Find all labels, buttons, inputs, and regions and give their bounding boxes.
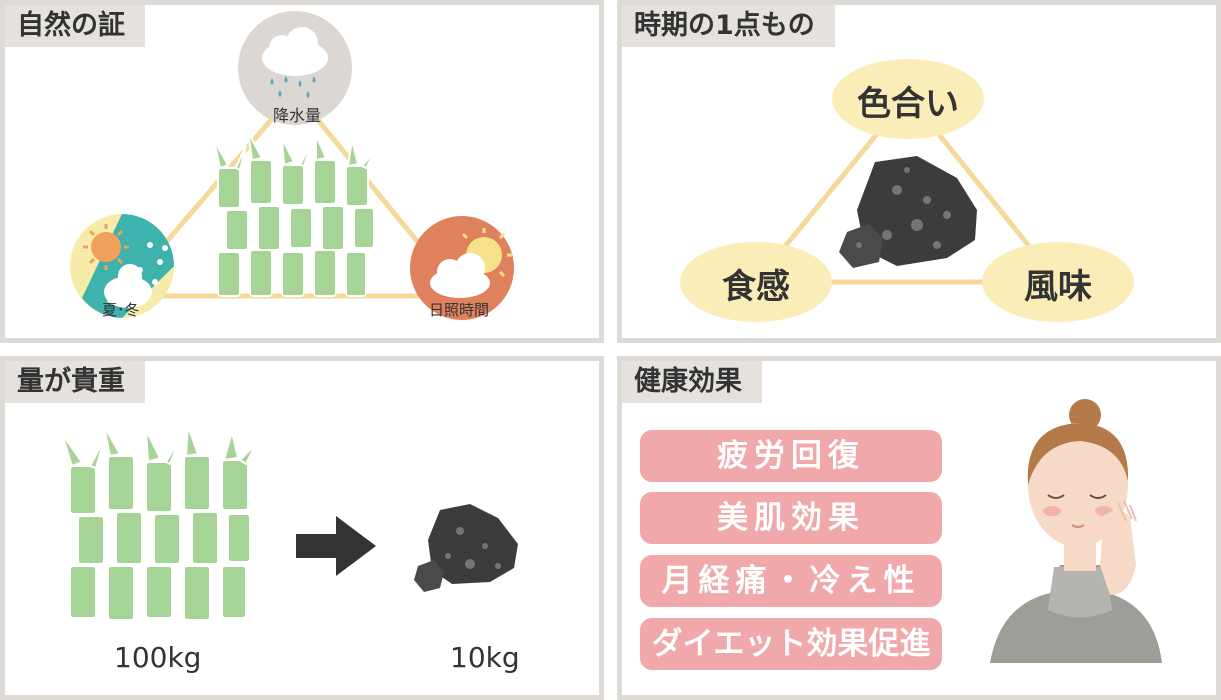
- rain-cloud-icon: [238, 11, 352, 125]
- benefit-pill-diet: ダイエット効果促進: [640, 618, 942, 670]
- small-sugar-lump-icon: [414, 504, 518, 592]
- texture-label: 食感: [722, 267, 790, 307]
- once-diagram: [680, 59, 1134, 322]
- panel-title-health: 健康効果: [622, 361, 762, 403]
- sunshine-icon: [410, 216, 514, 320]
- panel-title-nature: 自然の証: [5, 5, 145, 47]
- panel-title-amount: 量が貴重: [5, 361, 145, 403]
- rain-label: 降水量: [273, 106, 322, 125]
- benefit-pill-menstrual: 月経痛・冷え性: [640, 555, 942, 607]
- sugarcane-bundle-icon: [61, 425, 257, 621]
- arrow-right-icon: [296, 516, 376, 576]
- season-label: 夏･冬: [102, 301, 140, 319]
- flavor-oval: [982, 242, 1134, 322]
- season-icon: [70, 214, 174, 318]
- once-triangle: [754, 92, 1064, 285]
- amount-diagram: [61, 425, 518, 621]
- color-label: 色合い: [857, 84, 959, 124]
- brown-sugar-lump-icon: [839, 156, 977, 268]
- benefit-pill-fatigue: 疲労回復: [640, 430, 942, 482]
- color-oval: [832, 59, 984, 139]
- to-quantity: 10kg: [450, 641, 520, 674]
- benefit-pill-skin: 美肌効果: [640, 492, 942, 544]
- woman-illustration: [990, 399, 1162, 663]
- texture-oval: [680, 242, 832, 322]
- sugarcane-icon: [213, 131, 377, 297]
- from-quantity: 100kg: [114, 641, 202, 674]
- panel-title-once: 時期の1点もの: [622, 5, 835, 47]
- flavor-label: 風味: [1024, 267, 1092, 307]
- nature-diagram: [70, 11, 514, 320]
- sunshine-label: 日照時間: [429, 301, 490, 319]
